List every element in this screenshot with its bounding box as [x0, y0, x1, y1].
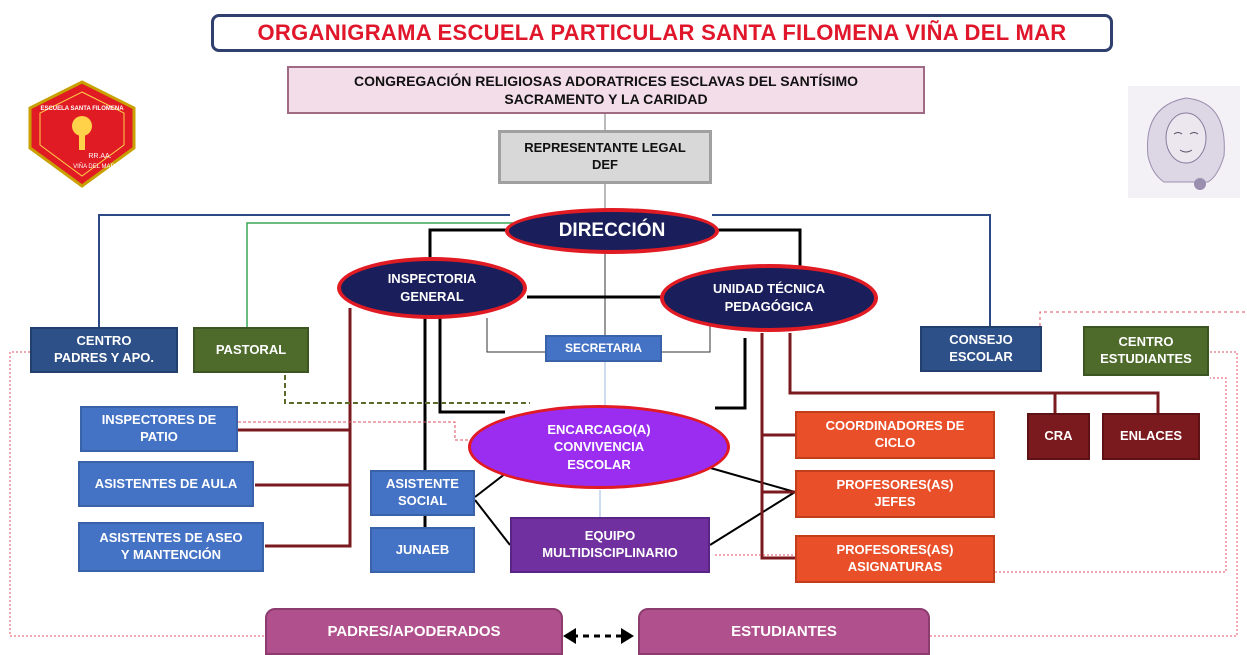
junaeb-text: JUNAEB [395, 541, 450, 557]
profesores-asignaturas-box: PROFESORES(AS)ASIGNATURAS [795, 535, 995, 583]
padres-apoderados-box: PADRES/APODERADOS [265, 608, 563, 655]
padres-text: PADRES/APODERADOS [327, 622, 501, 640]
utp-ellipse: UNIDAD TÉCNICA PEDAGÓGICA [660, 264, 878, 332]
logo-top-text: ESCUELA SANTA FILOMENA [40, 106, 124, 112]
school-logo: ESCUELA SANTA FILOMENA RR.AA. VIÑA DEL M… [22, 80, 142, 190]
direccion-text: DIRECCIÓN [558, 220, 666, 242]
estudiantes-text: ESTUDIANTES [731, 622, 837, 640]
profesores-jefes-line2: JEFES [874, 494, 916, 509]
representante-line1: REPRESENTANTE LEGAL [524, 140, 686, 156]
founder-portrait [1128, 86, 1240, 198]
coordinadores-line2: CICLO [874, 435, 916, 450]
centro-padres-line2: PADRES Y APO. [54, 350, 154, 365]
inspectores-patio-line2: PATIO [140, 429, 178, 444]
centro-estudiantes-line1: CENTRO [1118, 334, 1174, 350]
asistentes-aseo-line1: ASISTENTES DE ASEO [99, 530, 243, 546]
logo-mid-text: RR.AA. [88, 153, 111, 160]
asistentes-aseo-line2: Y MANTENCIÓN [120, 547, 222, 562]
title-text: ORGANIGRAMA ESCUELA PARTICULAR SANTA FIL… [257, 19, 1067, 45]
inspectoria-line2: GENERAL [400, 289, 464, 304]
enlaces-text: ENLACES [1119, 428, 1183, 444]
asistentes-aula-box: ASISTENTES DE AULA [78, 461, 254, 507]
estudiantes-box: ESTUDIANTES [638, 608, 930, 655]
profesores-asignaturas-line2: ASIGNATURAS [847, 559, 943, 574]
convivencia-line3: ESCOLAR [567, 456, 631, 472]
convivencia-line1: ENCARCAGO(A) [547, 421, 651, 437]
coordinadores-line1: COORDINADORES DE [825, 418, 965, 434]
inspectores-patio-line1: INSPECTORES DE [101, 412, 217, 428]
inspectoria-ellipse: INSPECTORIA GENERAL [337, 257, 527, 319]
pastoral-text: PASTORAL [215, 341, 287, 357]
asistente-social-line1: ASISTENTE [386, 476, 459, 492]
centro-estudiantes-line2: ESTUDIANTES [1100, 351, 1192, 366]
congregacion-text: CONGREGACIÓN RELIGIOSAS ADORATRICES ESCL… [353, 72, 859, 107]
asistente-social-line2: SOCIAL [397, 493, 448, 508]
asistentes-aula-text: ASISTENTES DE AULA [94, 475, 238, 491]
convivencia-line2: CONVIVENCIA [553, 439, 645, 455]
pastoral-box: PASTORAL [193, 327, 309, 373]
centro-padres-line1: CENTRO [76, 333, 132, 349]
secretaria-text: SECRETARIA [564, 340, 643, 355]
congregacion-box: CONGREGACIÓN RELIGIOSAS ADORATRICES ESCL… [287, 66, 925, 114]
representante-line2: DEF [592, 157, 618, 172]
consejo-line1: CONSEJO [949, 332, 1013, 348]
junaeb-box: JUNAEB [370, 527, 475, 573]
page-title: ORGANIGRAMA ESCUELA PARTICULAR SANTA FIL… [211, 14, 1113, 52]
profesores-jefes-line1: PROFESORES(AS) [836, 477, 954, 493]
profesores-asignaturas-line1: PROFESORES(AS) [836, 542, 954, 558]
founder-portrait-icon [1128, 86, 1240, 198]
cra-text: CRA [1044, 428, 1073, 444]
utp-line1: UNIDAD TÉCNICA [713, 281, 825, 297]
secretaria-box: SECRETARIA [545, 335, 662, 362]
utp-line2: PEDAGÓGICA [724, 299, 814, 314]
equipo-line2: MULTIDISCIPLINARIO [542, 545, 678, 560]
enlaces-box: ENLACES [1102, 413, 1200, 460]
inspectoria-line1: INSPECTORIA [387, 271, 477, 287]
shield-logo-icon: ESCUELA SANTA FILOMENA RR.AA. VIÑA DEL M… [28, 80, 136, 188]
consejo-line2: ESCOLAR [949, 349, 1013, 364]
profesores-jefes-box: PROFESORES(AS)JEFES [795, 470, 995, 518]
direccion-ellipse: DIRECCIÓN [505, 208, 719, 254]
cra-box: CRA [1027, 413, 1090, 460]
logo-bottom-text: VIÑA DEL MAR [73, 163, 115, 170]
equipo-line1: EQUIPO [584, 528, 636, 544]
